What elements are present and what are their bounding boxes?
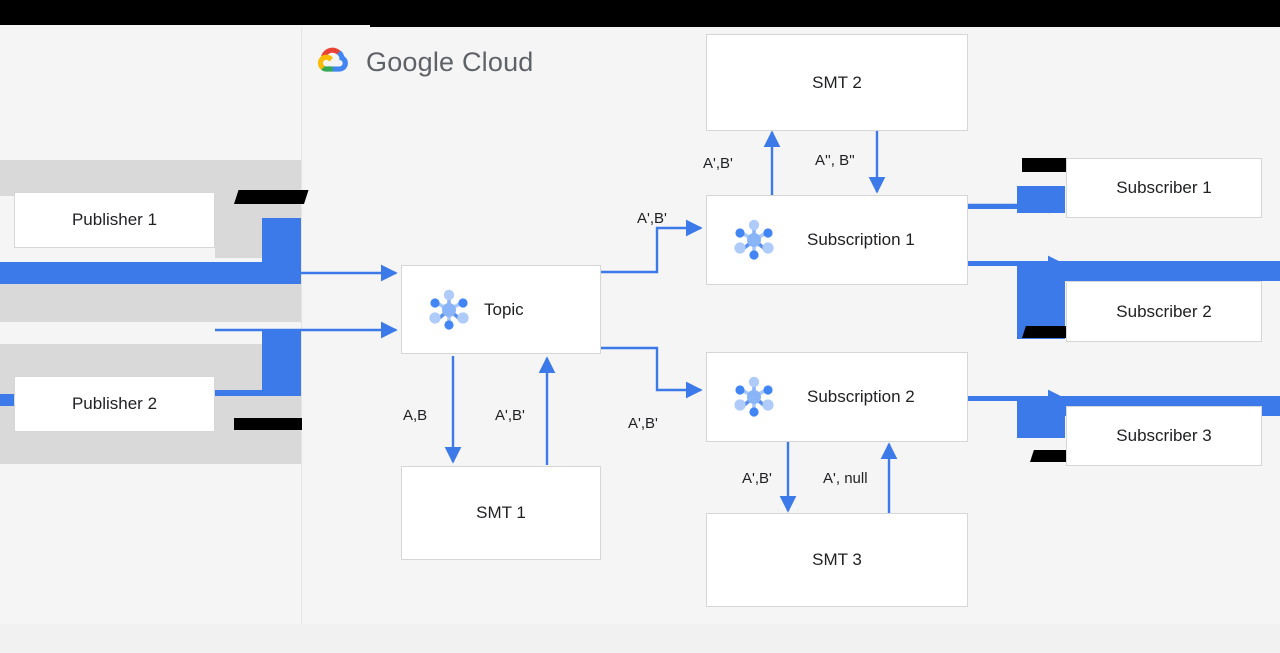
- node-subscription-2[interactable]: Subscription 2: [706, 352, 968, 442]
- node-subscriber-2[interactable]: Subscriber 2: [1066, 281, 1262, 342]
- node-subscription-1[interactable]: Subscription 1: [706, 195, 968, 285]
- node-smt-1-label: SMT 1: [476, 503, 526, 522]
- render-artifact-light-3: [0, 322, 301, 344]
- node-topic[interactable]: Topic: [401, 265, 601, 354]
- node-subscriber-3[interactable]: Subscriber 3: [1066, 406, 1262, 466]
- node-publisher-1-label: Publisher 1: [71, 210, 158, 229]
- edge-topic-subscription2: [601, 346, 703, 399]
- edge-label-topic-subscription1: A',B': [637, 210, 667, 227]
- render-artifact-blue-line-2: [968, 205, 1020, 209]
- top-black-bar-right: [370, 0, 1280, 27]
- edge-topic-subscription1: [601, 219, 703, 274]
- render-artifact-gray-band-4: [0, 430, 301, 464]
- node-smt-3[interactable]: SMT 3: [706, 513, 968, 607]
- pubsub-topic-icon: [420, 281, 478, 339]
- node-publisher-2-label: Publisher 2: [71, 394, 158, 413]
- pubsub-subscription-1-icon: [725, 211, 783, 269]
- render-artifact-blue-line-1: [215, 390, 301, 396]
- bottom-strip: [0, 624, 1280, 653]
- edge-label-smt1-topic: A',B': [495, 407, 525, 424]
- pubsub-subscription-2-icon: [725, 368, 783, 426]
- render-artifact-black-bar-3: [1022, 158, 1067, 172]
- google-cloud-logo: Google Cloud: [310, 42, 534, 83]
- render-artifact-black-bar-2: [234, 418, 302, 430]
- google-cloud-logo-text: Google Cloud: [366, 47, 534, 78]
- edge-label-topic-smt1: A,B: [403, 407, 428, 424]
- edge-label-smt3-subscription2: A', null: [823, 470, 868, 487]
- logo-word-cloud: Cloud: [461, 47, 534, 77]
- render-artifact-blue-block-2b: [262, 330, 301, 390]
- node-subscription-1-label: Subscription 1: [807, 230, 915, 249]
- node-smt-3-label: SMT 3: [812, 550, 862, 569]
- node-subscriber-3-label: Subscriber 3: [1116, 426, 1212, 445]
- google-cloud-logo-icon: [310, 42, 354, 83]
- edge-label-smt2-subscription1: A'', B'': [815, 152, 855, 169]
- render-artifact-blue-bar-2: [1065, 263, 1280, 281]
- node-subscription-2-label: Subscription 2: [807, 387, 915, 406]
- render-artifact-blue-bar-1: [0, 262, 262, 284]
- node-smt-1[interactable]: SMT 1: [401, 466, 601, 560]
- edge-label-topic-subscription2: A',B': [628, 415, 658, 432]
- logo-word-google: Google: [366, 47, 455, 77]
- node-smt-2-label: SMT 2: [812, 72, 862, 92]
- node-topic-label: Topic: [484, 299, 524, 319]
- node-subscriber-1-label: Subscriber 1: [1116, 178, 1212, 197]
- node-smt-2[interactable]: SMT 2: [706, 34, 968, 131]
- node-subscriber-2-label: Subscriber 2: [1116, 301, 1212, 321]
- node-subscriber-1[interactable]: Subscriber 1: [1066, 158, 1262, 218]
- edge-label-subscription2-smt3: A',B': [742, 470, 772, 487]
- edge-label-subscription1-smt2: A',B': [703, 155, 733, 172]
- node-publisher-2[interactable]: Publisher 2: [14, 376, 215, 432]
- node-publisher-1[interactable]: Publisher 1: [14, 192, 215, 248]
